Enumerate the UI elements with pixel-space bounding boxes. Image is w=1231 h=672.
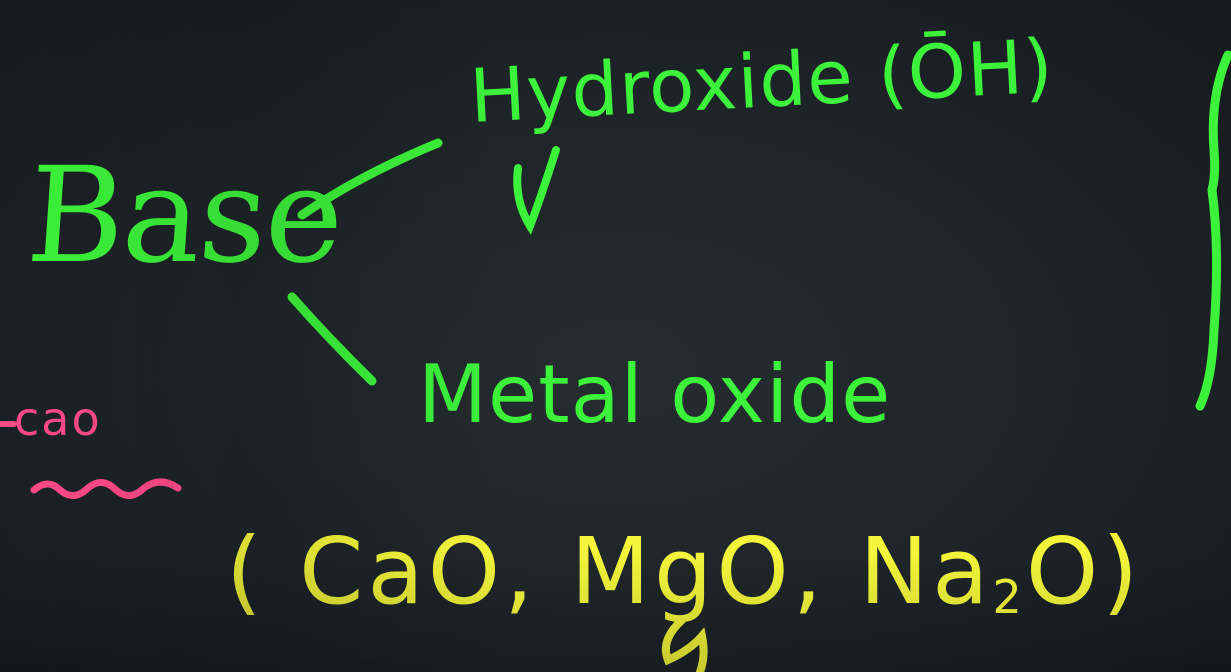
branch-line-bottom (287, 292, 377, 386)
metal-oxide-label: Metal oxide (418, 348, 892, 441)
branch-line-top (297, 138, 443, 220)
examples-subscript: 2 (992, 570, 1026, 624)
metal-oxide-examples: ( CaO, MgO, Na2O) (226, 526, 1142, 621)
curly-brace (1195, 50, 1231, 411)
cao-side-note: cao (14, 392, 102, 446)
base-heading: Base (22, 139, 347, 293)
examples-end-text: O) (1025, 518, 1143, 625)
tick-mark-mgo (661, 616, 708, 672)
examples-main-text: ( CaO, MgO, Na (226, 518, 993, 625)
pink-wavy-underline (30, 478, 182, 499)
tick-mark-hydroxide (513, 146, 560, 235)
